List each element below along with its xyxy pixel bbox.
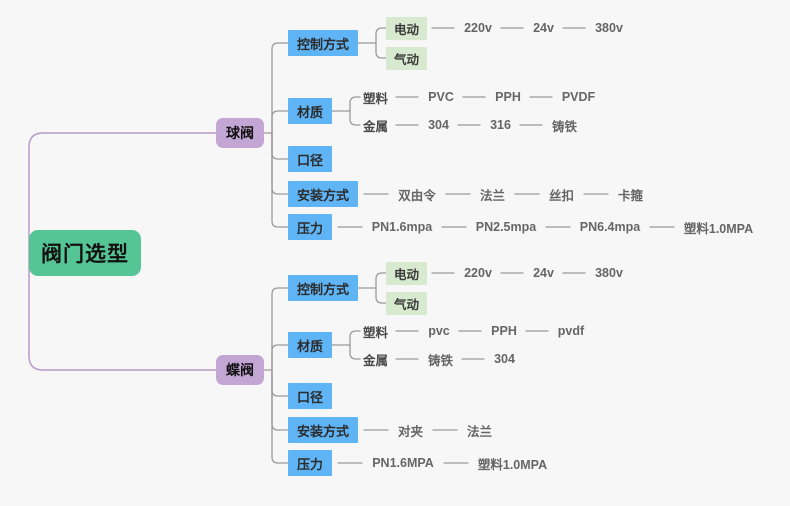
leaf-node-1-1-0-1[interactable]: PPH — [491, 324, 517, 338]
leaf-node-1-1-1-1[interactable]: 304 — [494, 352, 515, 366]
topic-node-1-4[interactable]: 压力 — [288, 450, 332, 476]
leaf-node-0-3-3[interactable]: 卡箍 — [617, 188, 643, 203]
topic-node-1-1[interactable]: 材质 — [288, 332, 332, 358]
leaf-node-1-0-0-1[interactable]: 24v — [533, 266, 554, 280]
leaf-node-0-1-1-0[interactable]: 304 — [428, 118, 449, 132]
topic-node-1-3[interactable]: 安装方式 — [288, 417, 358, 443]
branch-node-1[interactable]: 蝶阀 — [216, 355, 264, 385]
leaf-node-0-3-0[interactable]: 双由令 — [398, 188, 436, 203]
leaf-node-0-1-1-1[interactable]: 316 — [490, 118, 511, 132]
topic-node-1-0[interactable]: 控制方式 — [288, 275, 358, 301]
root-node[interactable]: 阀门选型 — [29, 230, 141, 276]
leaf-node-0-1-0-1[interactable]: PPH — [495, 90, 521, 104]
topic-node-1-2[interactable]: 口径 — [288, 383, 332, 409]
leaf-node-0-1-1-2[interactable]: 铸铁 — [551, 119, 577, 134]
leaf-node-0-1-0-0[interactable]: PVC — [428, 90, 454, 104]
sub-node-0-0-0[interactable]: 电动 — [386, 16, 427, 40]
leaf-node-0-4-2[interactable]: PN6.4mpa — [579, 220, 641, 234]
leaf-node-1-0-0-0[interactable]: 220v — [464, 266, 492, 280]
sub-node-1-1-0[interactable]: 塑料 — [362, 325, 388, 340]
topic-node-0-4[interactable]: 压力 — [288, 214, 332, 240]
topic-node-0-2[interactable]: 口径 — [288, 146, 332, 172]
branch-node-0[interactable]: 球阀 — [216, 118, 264, 148]
leaf-node-1-3-1[interactable]: 法兰 — [466, 424, 492, 439]
leaf-node-0-4-0[interactable]: PN1.6mpa — [371, 220, 433, 234]
leaf-node-0-1-0-2[interactable]: PVDF — [561, 90, 596, 104]
leaf-node-1-1-1-0[interactable]: 铸铁 — [427, 353, 453, 368]
topic-node-0-3[interactable]: 安装方式 — [288, 181, 358, 207]
leaf-node-0-0-0-0[interactable]: 220v — [464, 21, 492, 35]
leaf-node-1-4-1[interactable]: 塑料1.0MPA — [477, 457, 548, 472]
leaf-node-0-3-1[interactable]: 法兰 — [479, 188, 505, 203]
sub-node-0-1-0[interactable]: 塑料 — [362, 91, 388, 106]
leaf-node-1-0-0-2[interactable]: 380v — [595, 266, 623, 280]
topic-node-0-1[interactable]: 材质 — [288, 98, 332, 124]
leaf-node-1-1-0-2[interactable]: pvdf — [557, 324, 585, 338]
topic-node-0-0[interactable]: 控制方式 — [288, 30, 358, 56]
leaf-node-0-3-2[interactable]: 丝扣 — [548, 188, 574, 203]
leaf-node-0-0-0-2[interactable]: 380v — [595, 21, 623, 35]
sub-node-0-1-1[interactable]: 金属 — [362, 119, 388, 134]
leaf-node-1-1-0-0[interactable]: pvc — [428, 324, 450, 338]
sub-node-1-0-0[interactable]: 电动 — [386, 261, 427, 285]
leaf-node-0-4-3[interactable]: 塑料1.0MPA — [683, 221, 754, 236]
leaf-node-1-3-0[interactable]: 对夹 — [397, 424, 423, 439]
leaf-node-1-4-0[interactable]: PN1.6MPA — [372, 456, 434, 470]
leaf-node-0-0-0-1[interactable]: 24v — [533, 21, 554, 35]
sub-node-1-1-1[interactable]: 金属 — [362, 353, 388, 368]
sub-node-1-0-1[interactable]: 气动 — [386, 291, 427, 315]
sub-node-0-0-1[interactable]: 气动 — [386, 46, 427, 70]
leaf-node-0-4-1[interactable]: PN2.5mpa — [475, 220, 537, 234]
